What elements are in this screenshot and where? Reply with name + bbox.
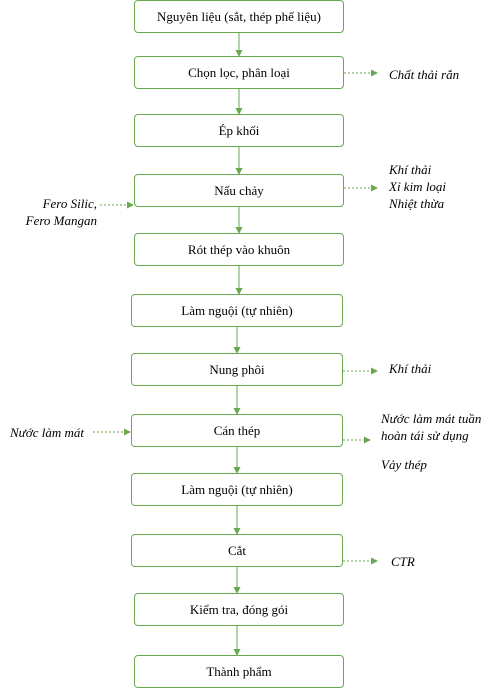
output-water-line-2: hoàn tái sử dụng bbox=[381, 428, 469, 443]
output-excess-heat: Nhiệt thừa bbox=[389, 196, 445, 211]
input-ferroalloys: Fero Silic, Fero Mangan bbox=[26, 195, 97, 229]
step-label: Rót thép vào khuôn bbox=[187, 242, 291, 257]
output-solid-waste: Chất thải rắn bbox=[389, 67, 460, 82]
output-reheating-exhaust: Khí thải bbox=[389, 361, 432, 376]
output-slag: Xỉ kim loại bbox=[389, 179, 447, 194]
step-sorting: Chọn lọc, phân loại bbox=[134, 56, 344, 89]
step-raw-material: Nguyên liệu (sắt, thép phế liệu) bbox=[134, 0, 344, 33]
step-label: Kiểm tra, đóng gói bbox=[189, 602, 289, 617]
step-melting: Nấu chảy bbox=[134, 174, 344, 207]
step-rolling: Cán thép bbox=[131, 414, 343, 447]
step-cooling-2: Làm nguội (tự nhiên) bbox=[131, 473, 343, 506]
step-pressing: Ép khối bbox=[134, 114, 344, 147]
output-exhaust-gas: Khí thải bbox=[389, 162, 432, 177]
step-casting: Rót thép vào khuôn bbox=[134, 233, 344, 266]
step-inspection: Kiểm tra, đóng gói bbox=[134, 593, 344, 626]
step-finished-product: Thành phẩm bbox=[134, 655, 344, 688]
output-mill-scale: Vảy thép bbox=[381, 457, 427, 472]
step-label: Làm nguội (tự nhiên) bbox=[181, 303, 293, 318]
step-label: Chọn lọc, phân loại bbox=[188, 65, 290, 80]
output-recycled-cooling-water: Nước làm mát tuần hoàn tái sử dụng bbox=[381, 410, 481, 444]
step-label: Nung phôi bbox=[209, 362, 265, 377]
step-cutting: Cắt bbox=[131, 534, 343, 567]
step-label: Cắt bbox=[227, 543, 247, 558]
input-ferro-silic: Fero Silic, bbox=[42, 196, 97, 211]
step-label: Làm nguội (tự nhiên) bbox=[181, 482, 293, 497]
output-melting: Khí thải Xỉ kim loại Nhiệt thừa bbox=[389, 161, 446, 212]
output-water-line-1: Nước làm mát tuần bbox=[381, 411, 482, 426]
output-ctr: CTR bbox=[391, 554, 415, 569]
step-label: Ép khối bbox=[218, 123, 260, 138]
step-label: Nấu chảy bbox=[214, 183, 264, 198]
step-cooling-1: Làm nguội (tự nhiên) bbox=[131, 294, 343, 327]
step-reheating: Nung phôi bbox=[131, 353, 343, 386]
step-label: Nguyên liệu (sắt, thép phế liệu) bbox=[157, 9, 321, 24]
input-cooling-water: Nước làm mát bbox=[10, 425, 84, 440]
step-label: Cán thép bbox=[213, 423, 261, 438]
step-label: Thành phẩm bbox=[206, 664, 272, 679]
input-ferro-mangan: Fero Mangan bbox=[25, 213, 97, 228]
